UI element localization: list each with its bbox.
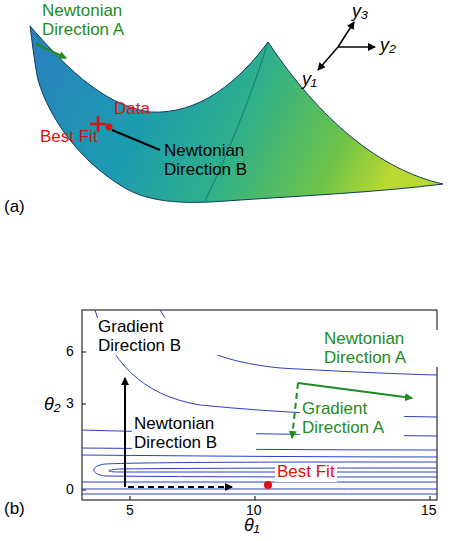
axis-label: y₃ [352, 2, 368, 22]
newton-arrow-b [112, 130, 160, 150]
tick-label: 6 [66, 344, 74, 359]
gradient-arrow-b [124, 378, 126, 487]
tick-marks [82, 352, 430, 500]
newton-arrow-a [36, 44, 66, 58]
axis-title: θ₂ [44, 395, 61, 415]
direction-label: Newtonian Direction A [322, 330, 446, 367]
panel-letter: (a) [4, 198, 25, 217]
best-fit-dot [264, 481, 272, 489]
newton-arrow-b-plot [128, 486, 232, 488]
tick-label: 15 [421, 503, 437, 518]
axis-label: y₂ [380, 36, 396, 56]
direction-label: Gradient Direction A [300, 400, 404, 437]
tick-label: 0 [66, 482, 74, 497]
best-fit-label: Best Fit [40, 128, 98, 147]
direction-label: Gradient Direction B [96, 318, 220, 355]
data-label: Data [114, 100, 150, 119]
best-fit-label: Best Fit [275, 463, 337, 482]
tick-label: 5 [126, 503, 134, 518]
tick-label: 10 [246, 503, 262, 518]
axis-label: y₁ [302, 70, 317, 90]
direction-label: Newtonian Direction A [42, 2, 162, 39]
axis-title: θ₁ [244, 516, 259, 536]
model-manifold [30, 26, 443, 202]
direction-label: Newtonian Direction B [164, 142, 284, 179]
gradient-arrow-a [292, 383, 298, 438]
panel-letter: (b) [4, 500, 25, 519]
axis-triad [318, 22, 375, 70]
tick-label: 3 [66, 396, 74, 411]
newton-arrow-a-plot [298, 383, 412, 398]
direction-label: Newtonian Direction B [132, 415, 256, 452]
data-point [106, 124, 113, 131]
